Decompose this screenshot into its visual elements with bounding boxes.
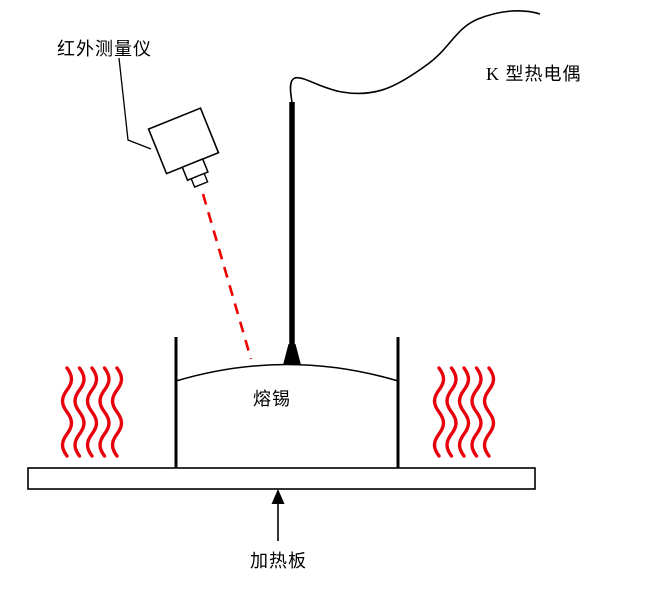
infrared-meter-label: 红外测量仪	[57, 39, 152, 59]
infrared-beam-dashed-line	[201, 193, 253, 360]
heat-wave	[432, 366, 446, 458]
thermocouple-label: K 型热电偶	[486, 64, 582, 84]
infrared-sensor-body	[147, 107, 220, 175]
heat-wave	[73, 366, 86, 458]
infrared-label-leader-line	[118, 57, 152, 150]
heating-plate-arrow	[271, 489, 285, 541]
heat-wave	[85, 366, 99, 458]
heat-wave	[482, 366, 496, 458]
heat-waves-left	[60, 366, 124, 458]
infrared-sensor-lens-tip	[190, 172, 209, 188]
heat-wave	[457, 366, 471, 458]
heating-plate	[27, 467, 536, 490]
molten-tin-label: 熔锡	[253, 389, 291, 409]
molten-tin-surface	[175, 363, 399, 382]
heat-wave	[110, 366, 124, 458]
heat-wave	[60, 366, 74, 458]
infrared-sensor	[147, 107, 220, 188]
thermocouple-tip-cone	[283, 344, 301, 365]
arrow-head	[271, 489, 285, 504]
thermocouple-wire	[289, 10, 541, 103]
heating-plate-label: 加热板	[250, 551, 307, 571]
heat-waves-right	[432, 366, 496, 458]
heat-wave	[445, 366, 458, 458]
heat-wave	[470, 366, 483, 458]
heat-wave	[98, 366, 111, 458]
